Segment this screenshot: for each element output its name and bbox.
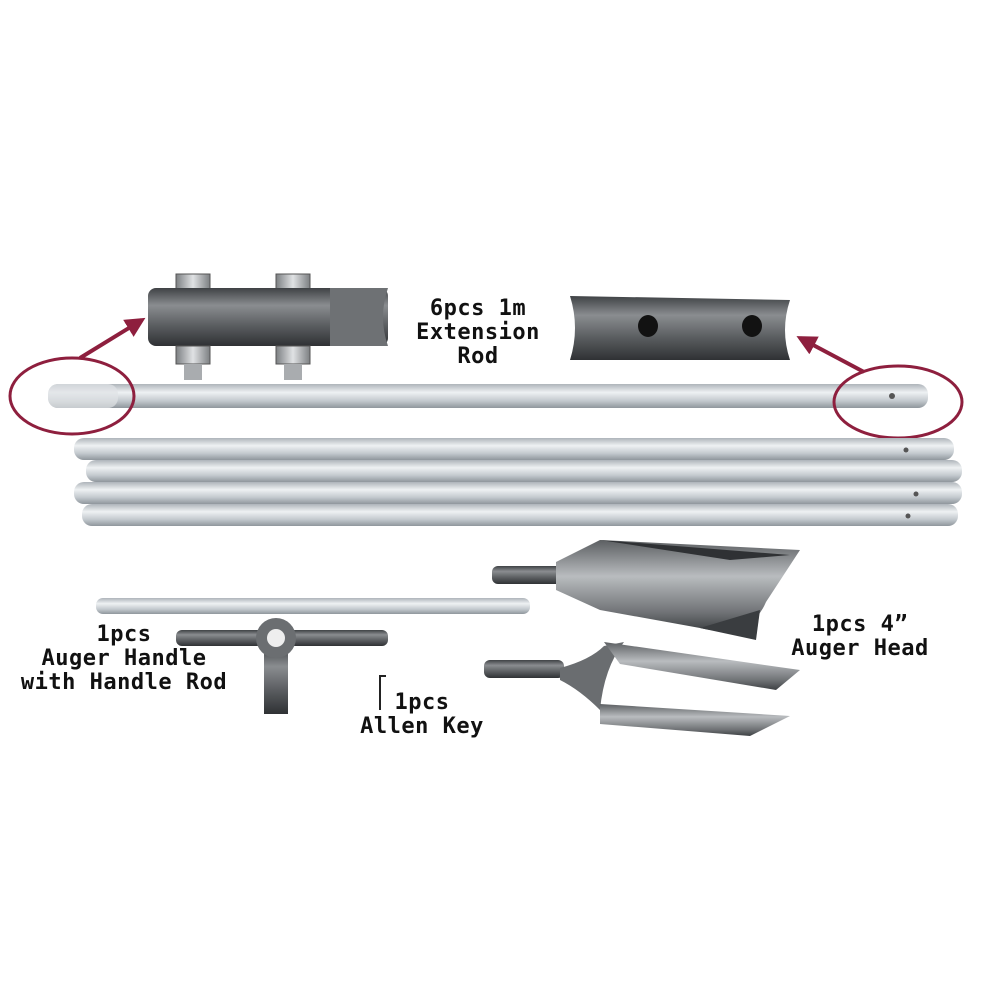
- rod-sleeve-icon: [570, 296, 790, 360]
- auger-head-icon: [492, 540, 800, 640]
- allen-key-label: 1pcs Allen Key: [348, 691, 496, 739]
- rod-coupler-icon: [148, 273, 388, 380]
- auger-handle-label: 1pcs Auger Handle with Handle Rod: [4, 623, 244, 695]
- handle-rod: [96, 598, 530, 614]
- extension-rod-bundle: [74, 438, 962, 526]
- auger-head-icon: [484, 642, 800, 736]
- auger-head-label: 1pcs 4” Auger Head: [774, 613, 946, 661]
- auger-handle-label-line2: Auger Handle: [41, 646, 207, 671]
- auger-head-label-line1: 1pcs 4”: [811, 612, 909, 637]
- extension-rod-label-line1: 6pcs 1m: [429, 296, 527, 321]
- allen-key-label-line2: Allen Key: [360, 714, 484, 739]
- extension-rod-label-line2: Extension: [416, 320, 540, 345]
- extension-rod-top: [48, 384, 928, 408]
- t-handle-icon: [176, 618, 388, 714]
- allen-key-icon: [379, 675, 386, 710]
- highlight-circle-icon: [8, 356, 136, 436]
- extension-rod-label: 6pcs 1m Extension Rod: [396, 297, 560, 369]
- auger-head-label-line2: Auger Head: [791, 636, 929, 661]
- auger-handle-label-line3: with Handle Rod: [20, 670, 228, 695]
- arrow-icon: [796, 336, 865, 374]
- allen-key-label-line1: 1pcs: [394, 690, 450, 715]
- arrow-icon: [78, 317, 146, 360]
- extension-rod-label-line3: Rod: [457, 344, 499, 369]
- auger-handle-label-line1: 1pcs: [96, 622, 152, 647]
